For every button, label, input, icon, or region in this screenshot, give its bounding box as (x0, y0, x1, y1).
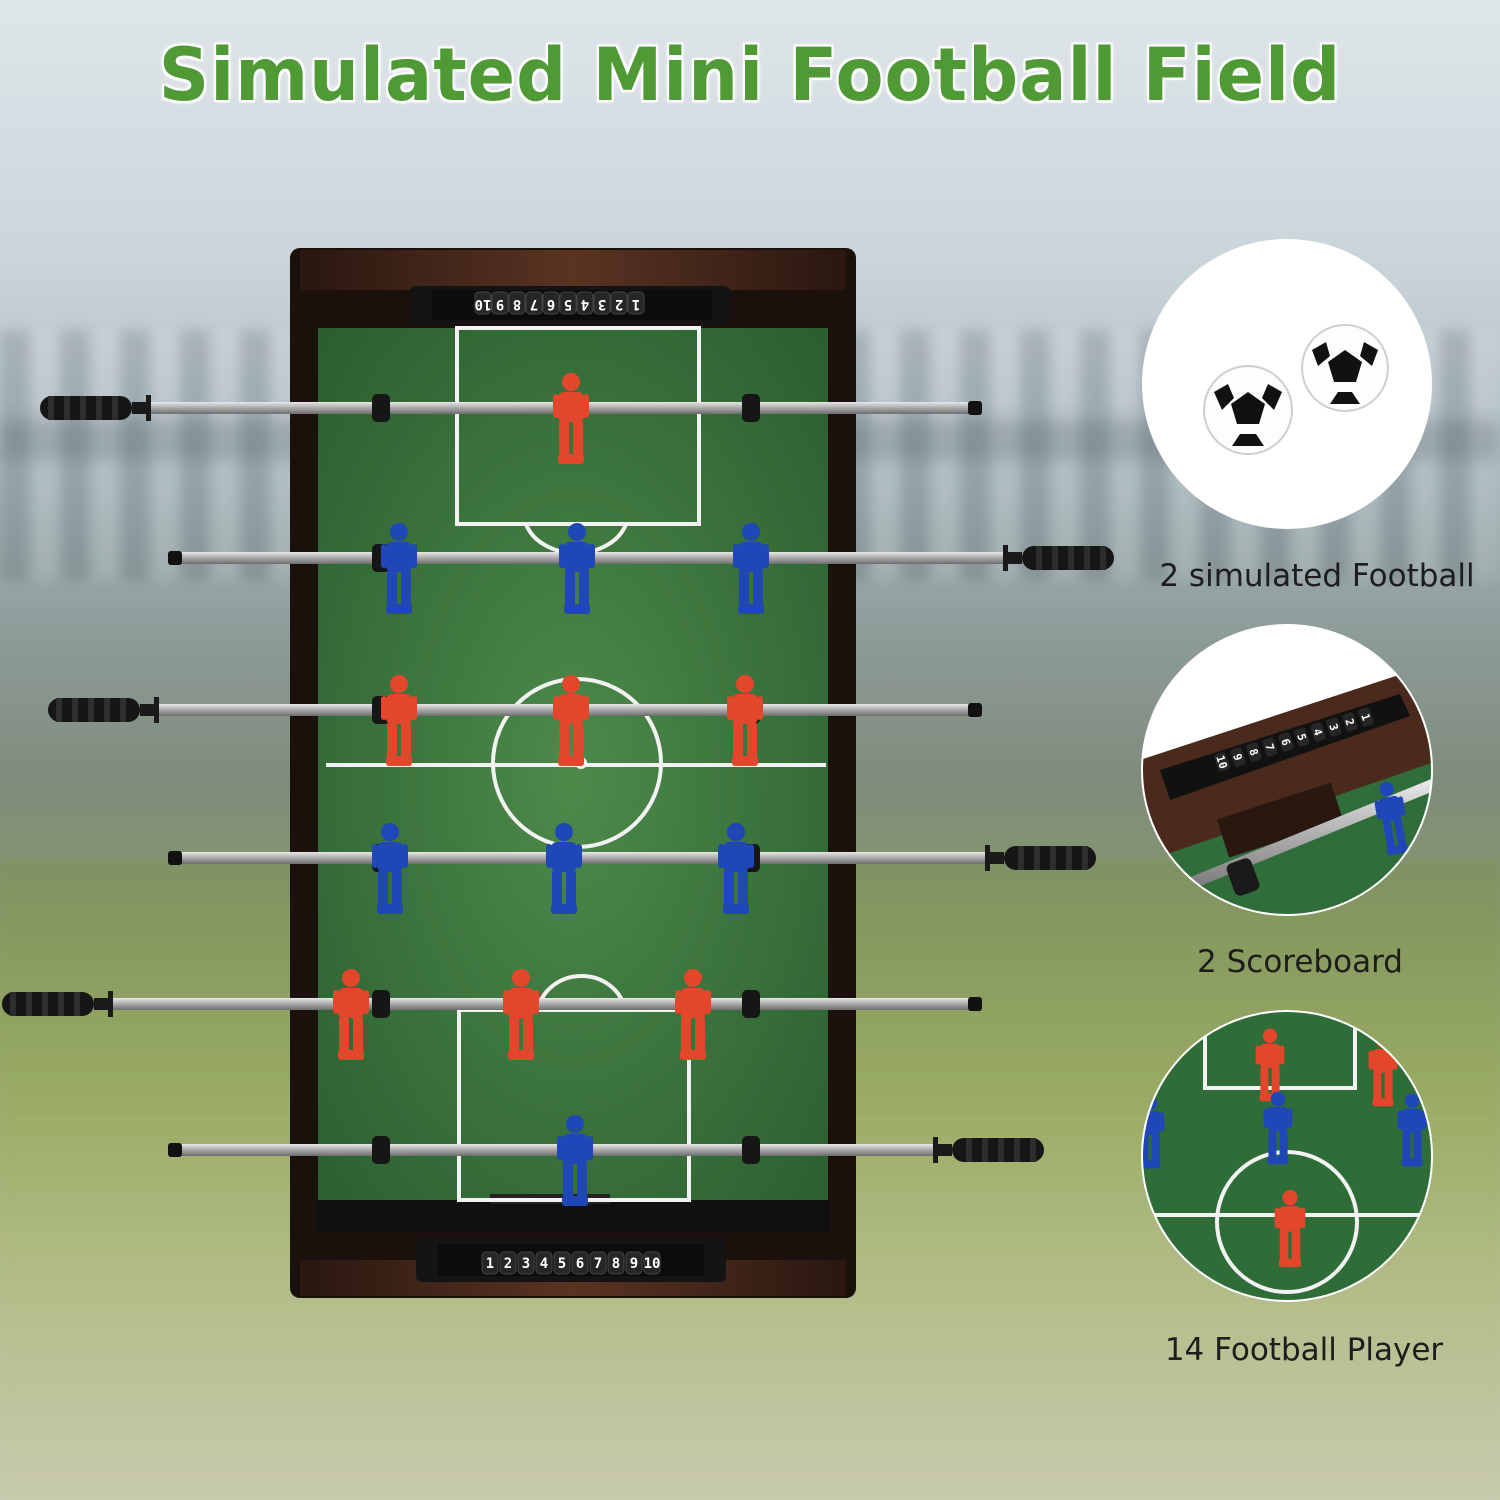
page-title: Simulated Mini Football Field (158, 31, 1342, 119)
score-bead-number: 5 (558, 1256, 566, 1272)
score-bead-number: 9 (630, 1256, 638, 1272)
score-bead[interactable]: 7 (589, 1251, 607, 1275)
feature-players-circle (1142, 1011, 1432, 1301)
svg-text:7: 7 (1262, 742, 1276, 752)
svg-text:2: 2 (1342, 717, 1356, 727)
score-bead[interactable]: 3 (517, 1251, 535, 1275)
score-bead[interactable]: 8 (508, 291, 526, 315)
svg-text:4: 4 (1310, 727, 1325, 738)
score-bead-number: 7 (594, 1256, 602, 1272)
score-bead-number: 7 (530, 296, 538, 312)
score-bead[interactable]: 3 (593, 291, 611, 315)
score-bead-number: 10 (475, 296, 492, 312)
score-bead[interactable]: 2 (610, 291, 628, 315)
score-bead-number: 1 (632, 296, 640, 312)
caption-players: 14 Football Player (1164, 1332, 1444, 1368)
score-bead[interactable]: 1 (627, 291, 645, 315)
rod-handle[interactable] (1003, 545, 1114, 571)
rod-handle[interactable] (2, 991, 113, 1017)
football-icon (1203, 365, 1293, 455)
score-bead-number: 10 (644, 1256, 661, 1272)
player-rod[interactable] (168, 823, 1096, 914)
svg-text:8: 8 (1246, 747, 1260, 757)
feature-balls-circle (1142, 239, 1432, 529)
player-rod[interactable] (2, 969, 982, 1060)
svg-text:1: 1 (1358, 712, 1373, 723)
score-bead[interactable]: 5 (553, 1251, 571, 1275)
score-bead[interactable]: 4 (535, 1251, 553, 1275)
caption-scoreboard: 2 Scoreboard (1197, 944, 1403, 980)
rod-handle[interactable] (48, 697, 159, 723)
score-bead[interactable]: 6 (571, 1251, 589, 1275)
player-rod[interactable] (168, 523, 1114, 614)
rod-handle[interactable] (40, 395, 151, 421)
feature-players-border (1141, 1010, 1433, 1302)
svg-text:5: 5 (1294, 732, 1308, 742)
score-bead[interactable]: 5 (559, 291, 577, 315)
score-bead-number: 2 (615, 296, 623, 312)
score-bead-number: 8 (612, 1256, 620, 1272)
score-bead[interactable]: 10 (643, 1251, 661, 1275)
score-bead-number: 3 (522, 1256, 530, 1272)
score-bead[interactable]: 4 (576, 291, 594, 315)
score-bead[interactable]: 7 (525, 291, 543, 315)
feature-scoreboard-border (1141, 624, 1433, 916)
svg-text:6: 6 (1278, 737, 1293, 748)
svg-text:3: 3 (1326, 722, 1340, 732)
rod-handle[interactable] (985, 845, 1096, 871)
score-bead[interactable]: 6 (542, 291, 560, 315)
score-bead-number: 3 (598, 296, 606, 312)
score-bead[interactable]: 1 (481, 1251, 499, 1275)
player-rod[interactable] (48, 675, 982, 766)
score-bead[interactable]: 9 (491, 291, 509, 315)
score-bead[interactable]: 2 (499, 1251, 517, 1275)
score-bead-number: 6 (576, 1256, 584, 1272)
score-bead[interactable]: 8 (607, 1251, 625, 1275)
score-bead-number: 4 (540, 1256, 548, 1272)
player-rod[interactable] (40, 373, 982, 464)
score-bead[interactable]: 10 (474, 291, 492, 315)
svg-text:10: 10 (1213, 754, 1229, 771)
score-bead-number: 2 (504, 1256, 512, 1272)
score-bead-number: 1 (486, 1256, 494, 1272)
player-rod[interactable] (168, 1115, 1044, 1206)
score-bead-number: 4 (581, 296, 589, 312)
score-bead-number: 8 (513, 296, 521, 312)
svg-text:9: 9 (1230, 752, 1244, 762)
football-icon (1301, 324, 1389, 412)
score-bead-number: 5 (564, 296, 572, 312)
caption-balls: 2 simulated Football (1159, 558, 1475, 594)
score-bead-number: 6 (547, 296, 555, 312)
playing-field (316, 326, 830, 1232)
score-bead[interactable]: 9 (625, 1251, 643, 1275)
rod-handle[interactable] (933, 1137, 1044, 1163)
score-bead-number: 9 (496, 296, 504, 312)
